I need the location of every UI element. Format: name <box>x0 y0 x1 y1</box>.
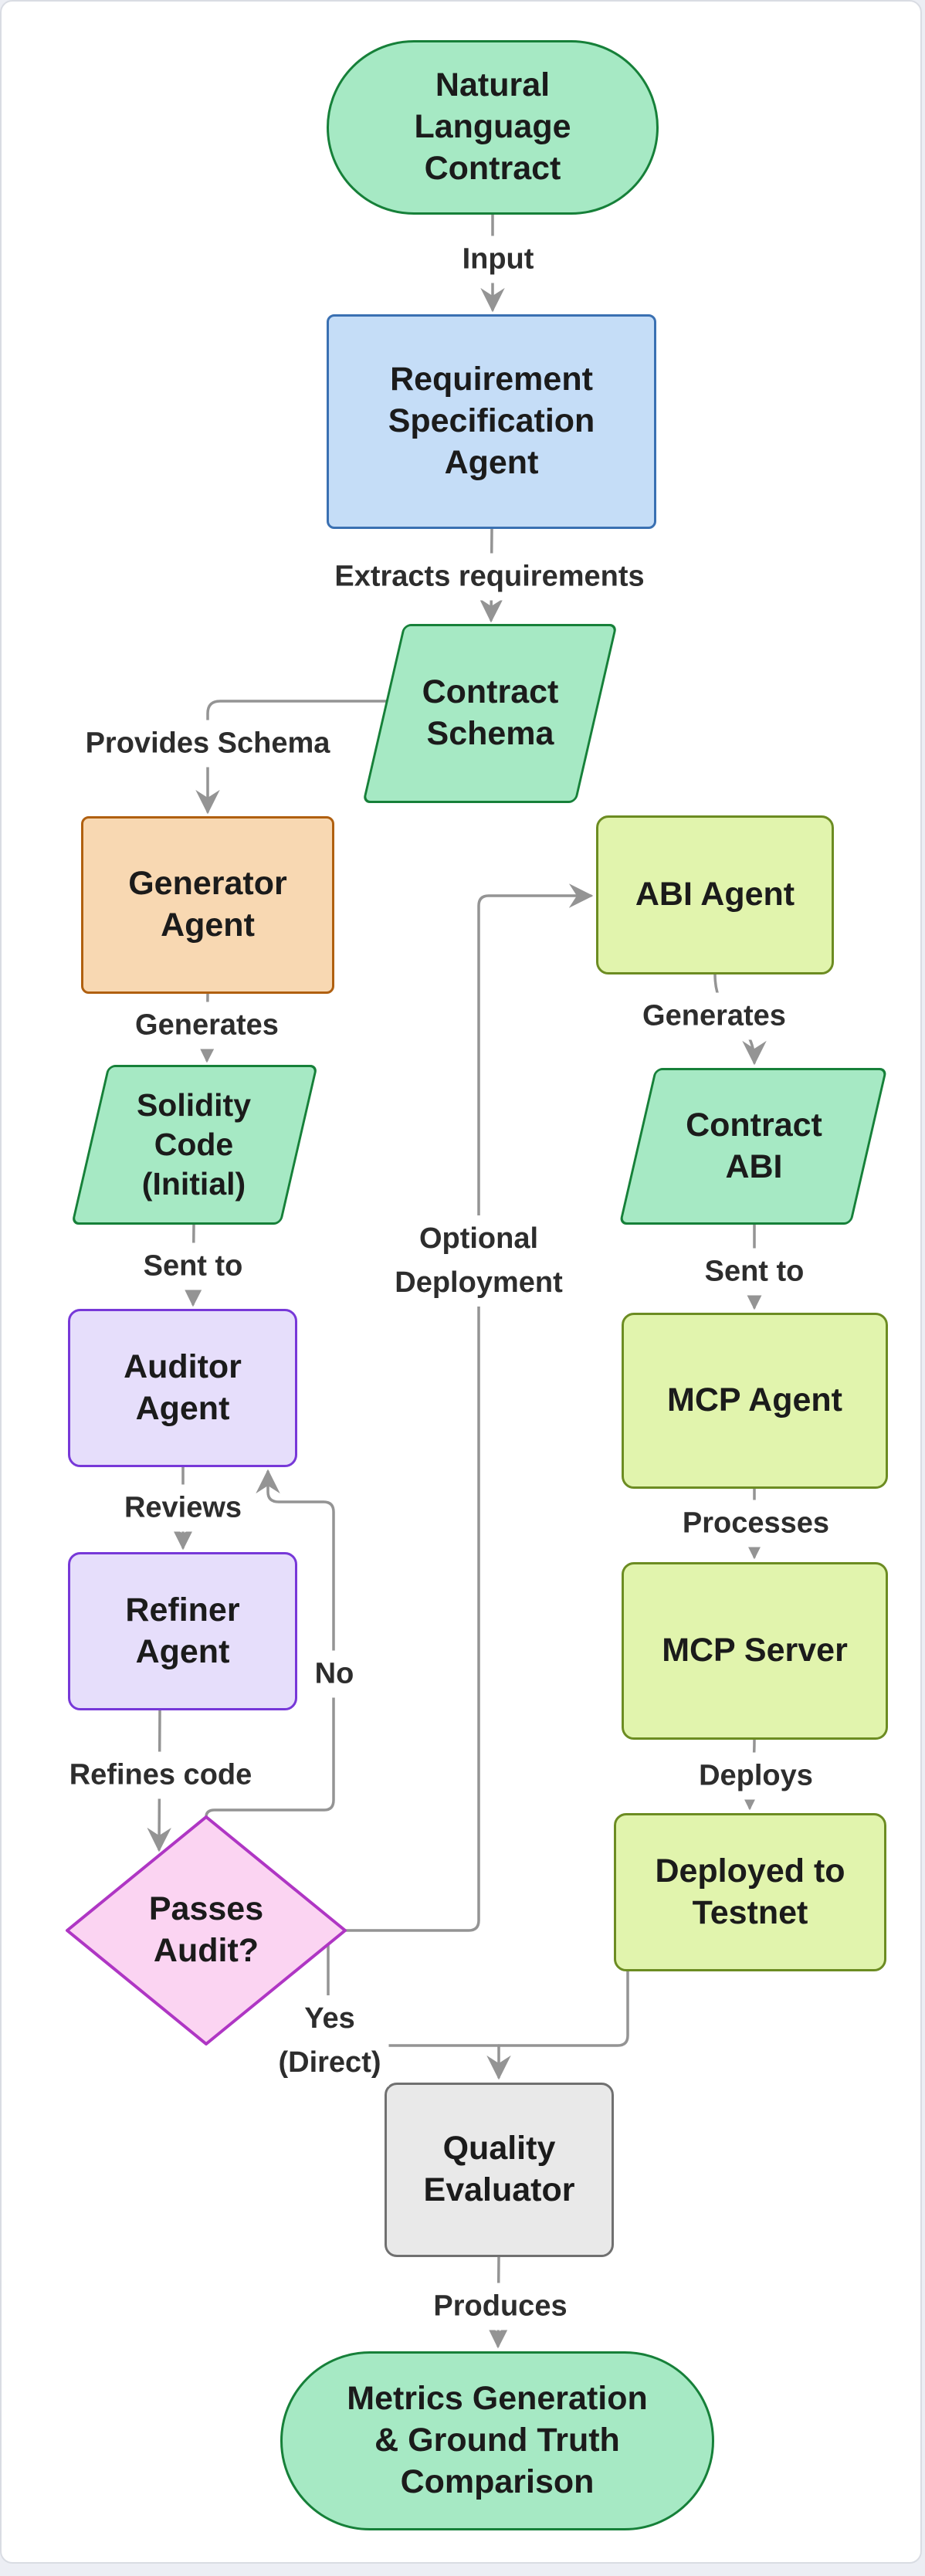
edge-no-loop <box>205 1469 335 1818</box>
edge-label-sent-to-left: Sent to <box>135 1242 251 1290</box>
edge-label-input: Input <box>454 236 542 283</box>
node-contract-schema-label: Contract Schema <box>422 673 559 752</box>
node-refiner-agent: Refiner Agent <box>68 1552 297 1710</box>
edge-label-sent-to-right: Sent to <box>696 1248 812 1296</box>
edge-label-generates-right: Generates <box>635 992 794 1040</box>
edge-label-optional-deployment: Optional Deployment <box>387 1215 571 1307</box>
node-contract-abi-label: Contract ABI <box>686 1106 822 1185</box>
edge-label-refines-code: Refines code <box>61 1751 260 1799</box>
node-mcp-agent: MCP Agent <box>622 1313 888 1489</box>
node-passes-audit-shape <box>66 1815 347 2046</box>
edge-label-deploys: Deploys <box>691 1752 821 1800</box>
node-quality-evaluator: Quality Evaluator <box>385 2083 614 2257</box>
edge-label-produces: Produces <box>425 2283 575 2330</box>
node-passes-audit-label: Passes Audit? <box>148 1890 264 1969</box>
node-abi-agent: ABI Agent <box>596 815 834 974</box>
edge-label-generates-left: Generates <box>127 1002 286 1049</box>
node-solidity-code-label: Solidity Code (Initial) <box>136 1086 252 1202</box>
node-deployed-to-testnet: Deployed to Testnet <box>614 1813 886 1971</box>
node-auditor-agent: Auditor Agent <box>68 1309 297 1467</box>
edge-provides-schema <box>195 700 388 815</box>
edge-label-provides-schema: Provides Schema <box>77 720 338 768</box>
node-mcp-server: MCP Server <box>622 1562 888 1740</box>
node-generator-agent: Generator Agent <box>81 816 334 994</box>
node-requirement-specification-agent: Requirement Specification Agent <box>327 314 656 529</box>
edge-label-processes: Processes <box>674 1500 838 1547</box>
edge-label-no: No <box>307 1650 362 1698</box>
node-metrics-generation: Metrics Generation & Ground Truth Compar… <box>280 2351 714 2530</box>
edge-label-yes-direct: Yes (Direct) <box>270 1995 389 2086</box>
edge-label-extracts-requirements: Extracts requirements <box>327 553 652 601</box>
edge-label-reviews: Reviews <box>116 1484 250 1532</box>
edge-optional-deployment <box>344 883 594 1932</box>
node-natural-language-contract: Natural Language Contract <box>327 40 659 215</box>
